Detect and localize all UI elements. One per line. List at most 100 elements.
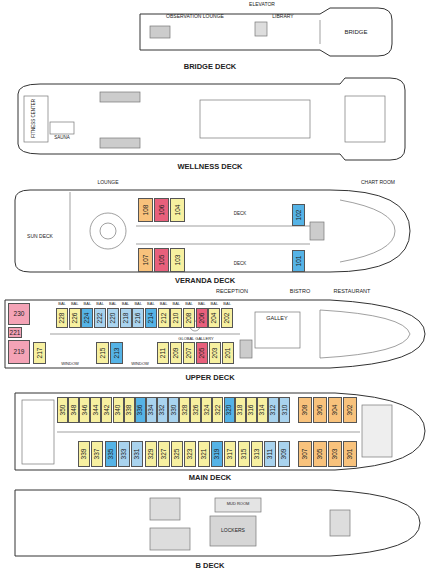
cabin-box: 322 bbox=[212, 397, 223, 423]
cabin-number: 106 bbox=[158, 205, 165, 216]
room-label: CHART ROOM bbox=[361, 180, 395, 185]
cabin-number: 207 bbox=[186, 348, 193, 359]
galley-room bbox=[255, 312, 300, 348]
cabin-number: 335 bbox=[107, 449, 114, 460]
cabin-number: 350 bbox=[59, 405, 66, 416]
room-label: BRIDGE bbox=[344, 29, 367, 35]
cabin-box: 334 bbox=[146, 397, 157, 423]
room-label: WINDOW bbox=[131, 362, 149, 366]
bridge-wall bbox=[320, 20, 321, 44]
cabin-number: 220 bbox=[110, 313, 117, 324]
cabin-number: 201 bbox=[225, 348, 232, 359]
room-label: MUD ROOM bbox=[227, 502, 250, 506]
cabin-box: 219 bbox=[8, 340, 30, 364]
room-label: LOUNGE bbox=[97, 180, 118, 185]
cabin-box: 336 bbox=[135, 397, 146, 423]
cabin-box: 309 bbox=[278, 441, 290, 467]
room-label: FITNESS CENTER bbox=[32, 99, 37, 138]
cabin-box: 205 bbox=[196, 342, 208, 364]
room-label: BAL bbox=[173, 302, 181, 306]
cabin-number: 315 bbox=[240, 449, 247, 460]
main-bow-room bbox=[362, 405, 392, 457]
wellness-deck-outline bbox=[18, 78, 405, 160]
main-stern-block bbox=[22, 400, 54, 464]
cabin-number: 228 bbox=[59, 313, 66, 324]
cabin-box: 103 bbox=[170, 248, 185, 272]
cabin-number: 309 bbox=[280, 449, 287, 460]
cabin-number: 336 bbox=[137, 405, 144, 416]
bridge-deck-outline bbox=[140, 8, 392, 56]
bridge-stairs bbox=[150, 26, 170, 38]
cabin-number: 330 bbox=[170, 405, 177, 416]
cabin-box: 214 bbox=[145, 308, 157, 328]
fitness-room bbox=[24, 96, 48, 142]
cabin-number: 331 bbox=[134, 449, 141, 460]
room-label: ELEVATOR bbox=[249, 2, 275, 7]
room-label: BAL bbox=[71, 302, 79, 306]
room-label: SAUNA bbox=[54, 136, 70, 141]
cabin-box: 220 bbox=[107, 308, 119, 328]
cabin-number: 222 bbox=[97, 313, 104, 324]
cabin-number: 202 bbox=[224, 313, 231, 324]
veranda-stairs bbox=[310, 222, 324, 240]
cabin-number: 213 bbox=[113, 348, 120, 359]
room-label: BAL bbox=[84, 302, 92, 306]
cabin-number: 348 bbox=[70, 405, 77, 416]
cabin-box: 208 bbox=[183, 308, 195, 328]
cabin-box: 201 bbox=[222, 342, 234, 364]
cabin-number: 211 bbox=[160, 348, 167, 358]
wellness-bow-room bbox=[345, 96, 385, 142]
wellness-core bbox=[200, 100, 310, 138]
cabin-number: 313 bbox=[254, 449, 261, 460]
restaurant-area bbox=[320, 310, 410, 358]
cabin-box: 306 bbox=[313, 397, 327, 423]
b-deck-room bbox=[150, 528, 190, 550]
sun-deck-edge bbox=[70, 192, 71, 270]
room-label: BAL bbox=[134, 302, 142, 306]
cabin-box: 318 bbox=[235, 397, 246, 423]
cabin-box: 337 bbox=[91, 441, 103, 467]
room-label: BISTRO bbox=[290, 289, 310, 295]
cabin-number: 337 bbox=[94, 449, 101, 460]
mud-room bbox=[215, 498, 261, 512]
cabin-number: 317 bbox=[227, 449, 234, 460]
main-deck-outline bbox=[15, 393, 425, 470]
cabin-number: 210 bbox=[173, 313, 180, 324]
cabin-number: 105 bbox=[158, 255, 165, 266]
cabin-box: 310 bbox=[279, 397, 290, 423]
cabin-number: 339 bbox=[81, 449, 88, 460]
cabin-number: 230 bbox=[14, 311, 25, 318]
cabin-box: 340 bbox=[113, 397, 124, 423]
cabin-box: 328 bbox=[179, 397, 190, 423]
cabin-box: 202 bbox=[221, 308, 233, 328]
cabin-box: 207 bbox=[183, 342, 195, 364]
room-label: OBSERVATION LOUNGE bbox=[166, 14, 224, 19]
cabin-box: 218 bbox=[120, 308, 132, 328]
cabin-number: 323 bbox=[187, 449, 194, 460]
cabin-box: 304 bbox=[328, 397, 342, 423]
cabin-box: 210 bbox=[170, 308, 182, 328]
lounge-seating bbox=[100, 223, 116, 239]
cabin-number: 303 bbox=[332, 449, 339, 460]
cabin-number: 304 bbox=[332, 405, 339, 416]
cabin-box: 228 bbox=[56, 308, 68, 328]
cabin-number: 101 bbox=[295, 256, 302, 267]
cabin-box: 311 bbox=[264, 441, 276, 467]
cabin-box: 350 bbox=[57, 397, 68, 423]
cabin-box: 212 bbox=[158, 308, 170, 328]
room-label: RESTAURANT bbox=[334, 289, 371, 295]
cabin-box: 338 bbox=[124, 397, 135, 423]
room-label: GLOBAL GALLERY bbox=[178, 337, 213, 341]
cabin-box: 303 bbox=[328, 441, 342, 467]
cabin-box: 211 bbox=[157, 342, 169, 364]
cabin-number: 318 bbox=[237, 405, 244, 416]
cabin-box: 346 bbox=[79, 397, 90, 423]
cabin-box: 101 bbox=[292, 250, 305, 272]
cabin-number: 312 bbox=[270, 405, 277, 416]
room-label: GALLEY bbox=[266, 316, 287, 322]
cabin-box: 315 bbox=[238, 441, 250, 467]
cabin-number: 307 bbox=[302, 449, 309, 460]
cabin-box: 308 bbox=[298, 397, 312, 423]
